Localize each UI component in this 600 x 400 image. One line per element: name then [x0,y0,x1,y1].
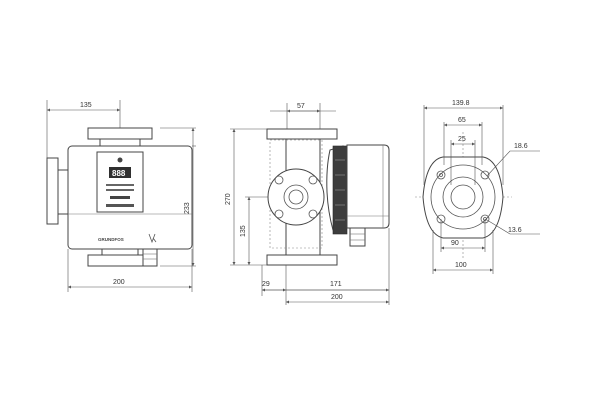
indicator-row-2 [106,189,134,191]
brand-logo-icon [148,233,157,244]
display-screen [109,167,131,178]
dim-side-right-offset: 171 [330,281,342,288]
brand-label: GRUNDFOS [98,237,124,242]
leader-18-6 [486,150,540,177]
dim-flange-bolt-spacing: 90 [451,240,459,247]
front-view: 888 GRUNDFOS 135 233 200 [46,100,196,292]
flange-raised-face [442,176,484,218]
flange-bolt-hole [436,170,446,180]
dim-side-total-width: 200 [331,294,343,301]
dim-front-width: 200 [113,279,125,286]
bolt-hole [308,209,318,219]
dim-flange-width: 100 [455,262,467,269]
side-view: 57 270 135 29 171 200 [225,103,390,305]
bolt-hole [274,175,284,185]
flange-bolt-hole [480,170,490,180]
dim-flange-hole-top: 18.6 [514,143,528,150]
side-top-flange [266,128,338,140]
side-bottom-flange [266,254,338,266]
front-top-flange [87,127,153,140]
dim-flange-outer: 139.8 [452,100,470,107]
signal-light-icon [117,157,123,163]
dim-flange-hole-bottom: 13.6 [508,227,522,234]
dim-side-flange-width: 57 [297,103,305,110]
front-left-flange [46,157,59,225]
front-left-neck [57,169,69,215]
dim-side-height-lower: 135 [240,225,247,237]
indicator-row-3 [110,196,130,199]
indicator-row-1 [106,184,134,186]
dim-flange-bore: 25 [458,136,466,143]
bolt-hole [308,175,318,185]
bolt-hole [274,209,284,219]
leader-13-6 [486,219,540,235]
flange-outer-circle [430,164,496,230]
display-digits: 888 [112,169,126,178]
flange-view: 139.8 65 25 18.6 13.6 90 100 [415,100,540,274]
cable-connector [142,248,158,267]
flange-bore-circle [450,184,476,210]
dim-front-width-top: 135 [80,102,92,109]
control-box [346,144,390,229]
button-strip [106,204,134,207]
oval-flange [422,156,504,239]
front-bottom-flange [87,254,153,267]
dim-flange-inner-top: 65 [458,117,466,124]
dim-side-height: 270 [225,193,232,205]
dim-front-height: 233 [184,202,191,214]
side-flange-bore [283,184,309,210]
dim-side-left-offset: 29 [262,281,270,288]
front-bottom-neck [101,248,139,256]
side-connector [349,227,366,247]
front-top-neck [99,138,141,147]
